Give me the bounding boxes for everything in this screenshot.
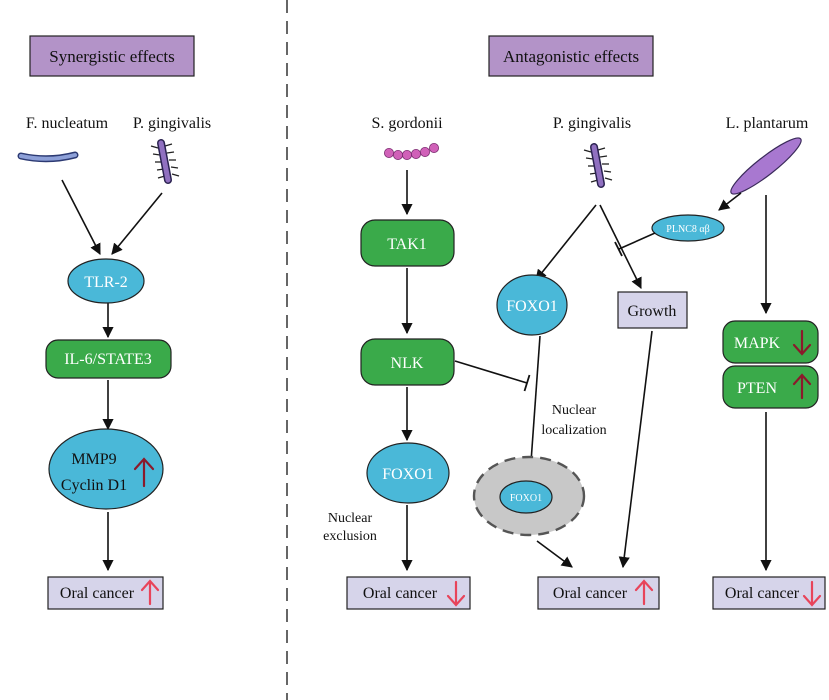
p-gingivalis-icon-left [150,139,180,184]
label-f-nucleatum: F. nucleatum [26,115,109,132]
node-plnc8: PLNC8 αβ [651,214,725,242]
node-tlr2: TLR-2 [67,258,145,304]
node-growth: Growth [617,291,688,329]
l-plantarum-icon [730,137,802,195]
node-foxo1-left: FOXO1 [366,442,450,504]
label-p-gingivalis-left: P. gingivalis [133,115,211,132]
plnc8-label: PLNC8 αβ [666,224,709,235]
down-arrow-icon-dark [792,329,812,356]
up-arrow-icon-dark [792,373,812,400]
arrow-lp-plnc8 [718,192,742,211]
foxo1-nucleus-label: FOXO1 [510,493,542,504]
node-il6-stat3: IL-6/STATE3 [45,339,172,379]
s-gordonii-icon [383,142,439,160]
cyclin-label: Cyclin D1 [61,477,127,494]
outcome-left-label: Oral cancer [60,585,135,602]
nuclear-exclusion-1: Nuclear [328,511,373,526]
synergistic-header: Synergistic effects [29,35,195,77]
node-foxo1-nucleus [499,480,553,514]
outcome-lp-label: Oral cancer [725,585,800,602]
node-mmp9-cyclin: MMP9 Cyclin D1 [48,428,164,510]
outcome-sgordonii: Oral cancer [346,576,471,610]
label-s-gordonii: S. gordonii [371,115,443,132]
p-gingivalis-icon-right [583,143,613,188]
pten-label: PTEN [737,380,777,397]
synergistic-header-label: Synergistic effects [49,47,174,66]
nucleus: FOXO1 [472,455,586,537]
node-tak1: TAK1 [360,219,455,267]
node-mapk: MAPK [722,320,819,364]
node-foxo1-mid: FOXO1 [496,274,568,336]
arrow-foxo1-nucleus [525,335,541,478]
node-nlk: NLK [360,338,455,386]
mapk-label: MAPK [734,335,781,352]
up-arrow-icon-dark [133,457,155,488]
nuclear-localization-1: Nuclear [552,403,597,418]
outcome-lp: Oral cancer [712,576,826,610]
arrow-nucleus-cancer [536,540,573,568]
nlk-label: NLK [391,355,424,372]
outcome-sg-label: Oral cancer [363,585,438,602]
tlr2-label: TLR-2 [84,274,128,291]
down-arrow-icon [802,580,822,607]
down-arrow-icon [446,580,466,607]
outcome-pg-label: Oral cancer [553,585,628,602]
label-p-gingivalis-right: P. gingivalis [553,115,631,132]
mmp9-label: MMP9 [71,451,116,468]
arrow-pg-tlr2 [111,192,163,255]
arrow-growth-cancer [618,330,653,569]
nuclear-localization-2: localization [541,423,606,438]
il6-label: IL-6/STATE3 [64,351,152,368]
antagonistic-header: Antagonistic effects [488,35,654,77]
outcome-left: Oral cancer [47,576,164,610]
up-arrow-icon [140,579,160,606]
node-pten: PTEN [722,365,819,409]
growth-label: Growth [628,303,677,320]
nuclear-exclusion-2: exclusion [323,529,377,544]
arrow-pg-foxo1 [535,204,597,281]
label-l-plantarum: L. plantarum [726,115,809,132]
up-arrow-icon [634,579,654,606]
foxo1-mid-label: FOXO1 [506,298,558,315]
foxo1-left-label: FOXO1 [382,466,434,483]
inhibit-nlk-foxo1 [454,360,528,384]
antagonistic-header-label: Antagonistic effects [503,47,639,66]
inhibit-plnc8-pg [618,232,656,250]
arrow-pg-growth [599,204,642,290]
tak1-label: TAK1 [387,236,427,253]
outcome-pg: Oral cancer [537,576,660,610]
arrow-fn-tlr2 [61,179,101,255]
